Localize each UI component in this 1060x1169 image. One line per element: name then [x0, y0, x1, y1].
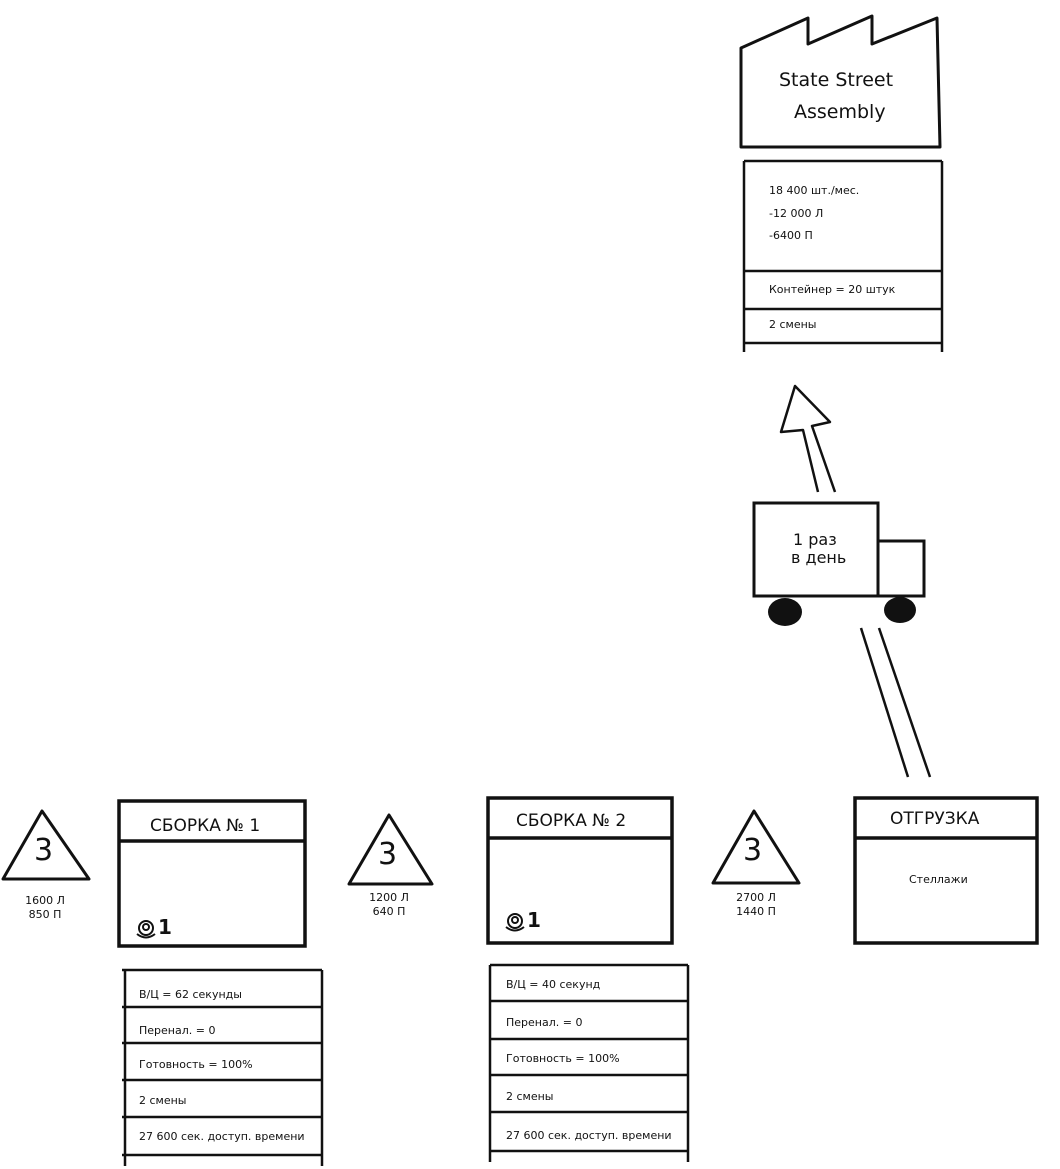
- inventory-left: 1600 Л: [25, 894, 65, 907]
- inventory-count: 3: [743, 833, 763, 868]
- shipping-note: Стеллажи: [909, 873, 968, 886]
- shifts: 2 смены: [506, 1090, 554, 1103]
- inventory-right: 640 П: [372, 905, 406, 918]
- process-box: [853, 796, 1039, 945]
- shipment-arrow-icon: [779, 384, 837, 493]
- cycle-time: В/Ц = 62 секунды: [139, 988, 242, 1001]
- customer-container: Контейнер = 20 штук: [769, 283, 896, 296]
- operator-count: 1: [527, 908, 541, 932]
- operator-count: 1: [158, 915, 172, 939]
- operator-icon: [505, 913, 525, 932]
- inventory-triangle-icon: [347, 813, 434, 886]
- customer-demand-right: -6400 П: [769, 229, 813, 242]
- shipment-line: [859, 627, 932, 778]
- inventory-left: 2700 Л: [736, 891, 776, 904]
- truck-frequency-line2: в день: [791, 548, 847, 567]
- customer-name-line2: Assembly: [794, 101, 886, 123]
- process-data-box: [122, 968, 324, 1166]
- cycle-time: В/Ц = 40 секунд: [506, 978, 601, 991]
- customer-demand: 18 400 шт./мес.: [769, 184, 860, 197]
- shifts: 2 смены: [139, 1094, 187, 1107]
- changeover: Перенал. = 0: [139, 1024, 216, 1037]
- uptime: Готовность = 100%: [139, 1058, 253, 1071]
- customer-shifts: 2 смены: [769, 318, 817, 331]
- truck-icon: [752, 501, 926, 626]
- process-data-box: [488, 963, 690, 1162]
- inventory-triangle-icon: [1, 809, 91, 881]
- customer-demand-left: -12 000 Л: [769, 207, 824, 220]
- process-box: [486, 796, 674, 945]
- inventory-count: 3: [378, 837, 398, 872]
- available-time: 27 600 сек. доступ. времени: [139, 1130, 305, 1143]
- customer-data-box: [742, 159, 944, 352]
- customer-factory-icon: [739, 14, 942, 149]
- process-title: СБОРКА № 2: [516, 811, 627, 831]
- inventory-left: 1200 Л: [369, 891, 409, 904]
- inventory-count: 3: [34, 833, 54, 868]
- operator-icon: [136, 920, 156, 939]
- process-title: ОТГРУЗКА: [890, 809, 980, 829]
- customer-name-line1: State Street: [779, 69, 894, 91]
- changeover: Перенал. = 0: [506, 1016, 583, 1029]
- inventory-triangle-icon: [711, 809, 801, 885]
- inventory-right: 850 П: [28, 908, 62, 921]
- process-title: СБОРКА № 1: [150, 816, 261, 836]
- available-time: 27 600 сек. доступ. времени: [506, 1129, 672, 1142]
- truck-frequency-line1: 1 раз: [793, 530, 837, 549]
- process-box: [117, 799, 307, 948]
- inventory-right: 1440 П: [736, 905, 776, 918]
- uptime: Готовность = 100%: [506, 1052, 620, 1065]
